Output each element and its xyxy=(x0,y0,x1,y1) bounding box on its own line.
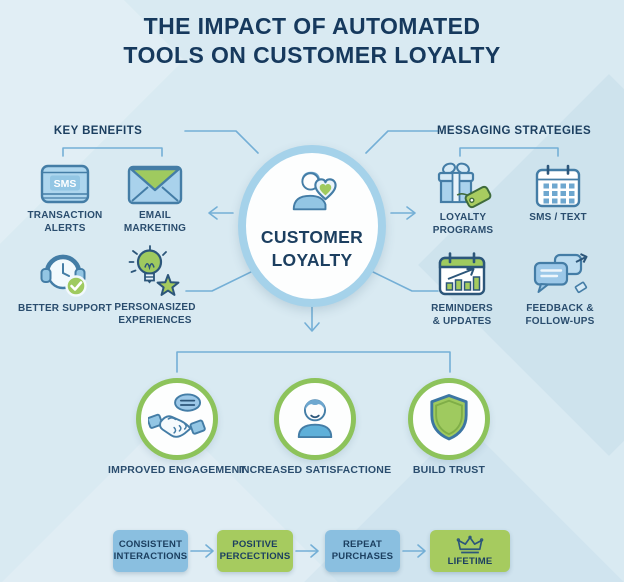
flow-box-label: REPEAT PURCHASES xyxy=(331,539,394,562)
better-support-label: BETTER SUPPORT xyxy=(18,303,112,314)
loyalty-programs-label: LOYALTY PROGRAMS xyxy=(432,212,494,236)
increased-satisfactione-circle xyxy=(274,378,356,460)
calendar-icon xyxy=(533,162,583,217)
infographic-title: THE IMPACT OF AUTOMATED TOOLS ON CUSTOME… xyxy=(123,13,501,68)
satisfied-person-icon xyxy=(292,395,338,444)
email-marketing-label: EMAIL MARKETING xyxy=(123,210,187,234)
flow-box-lifetime: LIFETIME xyxy=(430,530,510,572)
increased-satisfactione-label: INCREASED SATISFACTIONE xyxy=(238,464,392,476)
calendar-chart-icon xyxy=(436,249,488,306)
personasized-experiences-label: PERSONASIZED EXPERIENCES xyxy=(114,302,196,326)
customer-loyalty-label: CUSTOMER LOYALTY xyxy=(260,227,364,270)
sms-device-icon: SMS xyxy=(39,161,91,212)
flow-box-consistent-interactions: CONSISTENT INTERACTIONS xyxy=(113,530,188,572)
flow-box-positive-percections: POSITIVE PERCECTIONS xyxy=(217,530,293,572)
shield-icon xyxy=(428,393,470,446)
transaction-alerts-label: TRANSACTION ALERTS xyxy=(27,210,103,234)
build-trust-label: BUILD TRUST xyxy=(412,464,486,476)
key-benefits-heading: KEY BENEFITS xyxy=(53,125,143,137)
flow-box-label: CONSISTENT INTERACTIONS xyxy=(113,539,188,562)
support-clock-icon xyxy=(38,248,92,305)
improved-engagement-label: IMPROVED ENGAGEMENT xyxy=(108,464,246,476)
flow-box-label: POSITIVE PERCECTIONS xyxy=(219,539,291,562)
reminders-updates-label: REMINDERS & UPDATES xyxy=(431,303,493,327)
customer-loyalty-circle: CUSTOMER LOYALTY xyxy=(238,145,386,307)
svg-text:SMS: SMS xyxy=(54,178,77,190)
flow-box-label: LIFETIME xyxy=(447,555,493,567)
feedback-followups-label: FEEDBACK & FOLLOW-UPS xyxy=(525,303,595,327)
envelope-icon xyxy=(127,164,183,211)
build-trust-circle xyxy=(408,378,490,460)
crown-icon xyxy=(456,535,484,556)
improved-engagement-circle xyxy=(136,378,218,460)
handshake-icon xyxy=(146,392,206,447)
flow-box-repeat-purchases: REPEAT PURCHASES xyxy=(325,530,400,572)
feedback-chat-icon xyxy=(531,251,589,302)
messaging-strategies-heading: MESSAGING STRATEGIES xyxy=(436,125,592,137)
sms-text-label: SMS / TEXT xyxy=(529,212,587,223)
idea-star-icon xyxy=(128,245,182,304)
gift-tag-icon xyxy=(434,160,492,219)
customer-loyalty-icon xyxy=(281,167,343,222)
